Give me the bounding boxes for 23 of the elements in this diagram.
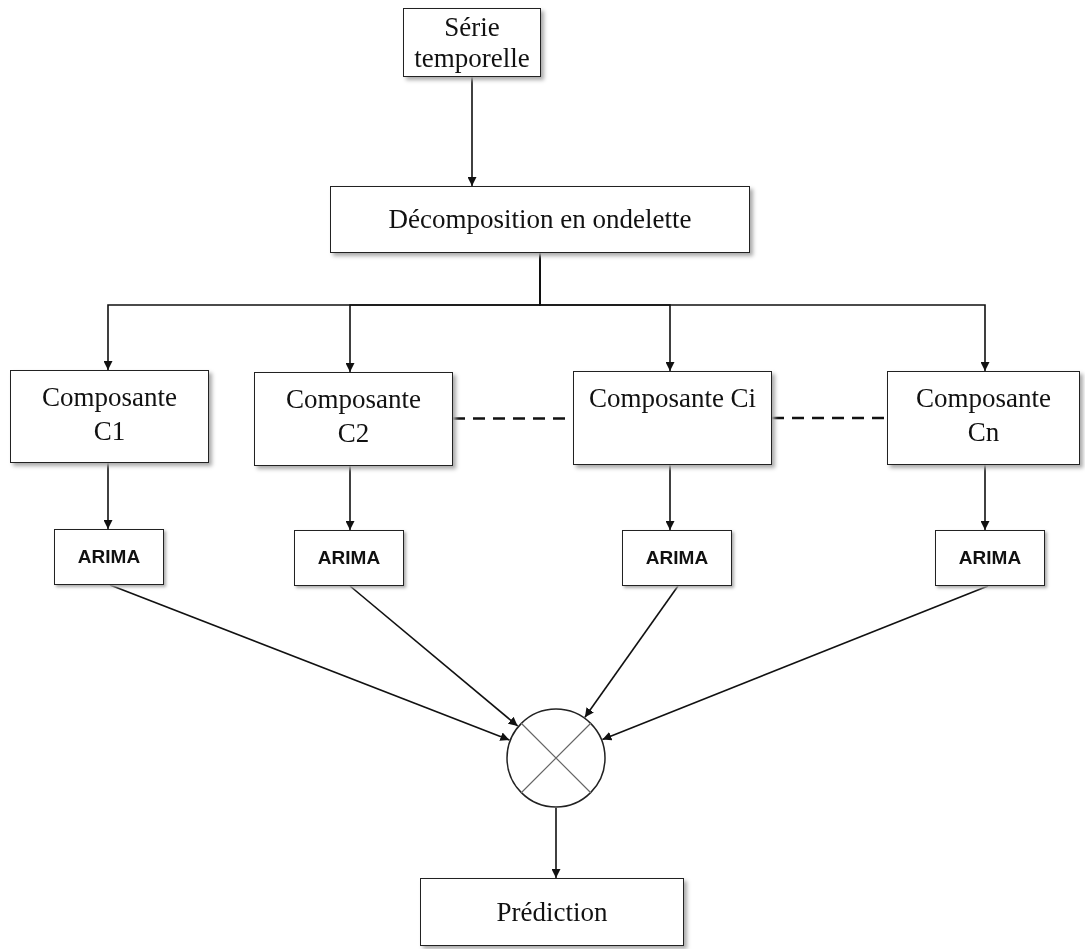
arrow bbox=[601, 585, 989, 741]
process-box: Composante C1 bbox=[10, 370, 209, 463]
arrow bbox=[109, 584, 511, 741]
multiplier-circle bbox=[506, 708, 606, 808]
model-box: ARIMA bbox=[622, 530, 732, 586]
dashed-line bbox=[772, 416, 887, 420]
arrow bbox=[467, 76, 477, 187]
process-box: Composante Ci bbox=[573, 371, 772, 465]
arrow bbox=[345, 465, 355, 531]
process-box: Décomposition en ondelette bbox=[330, 186, 750, 253]
model-box: ARIMA bbox=[54, 529, 164, 585]
arrow bbox=[551, 807, 561, 879]
arrow bbox=[584, 585, 679, 718]
arrow bbox=[349, 585, 519, 727]
process-box: Composante Cn bbox=[887, 371, 1080, 465]
process-box: Composante C2 bbox=[254, 372, 453, 466]
model-box: ARIMA bbox=[294, 530, 404, 586]
process-box: Série temporelle bbox=[403, 8, 541, 77]
model-box: ARIMA bbox=[935, 530, 1045, 586]
arrow bbox=[103, 462, 113, 530]
arrow bbox=[980, 464, 990, 531]
arrow bbox=[665, 464, 675, 531]
process-box: Prédiction bbox=[420, 878, 684, 946]
